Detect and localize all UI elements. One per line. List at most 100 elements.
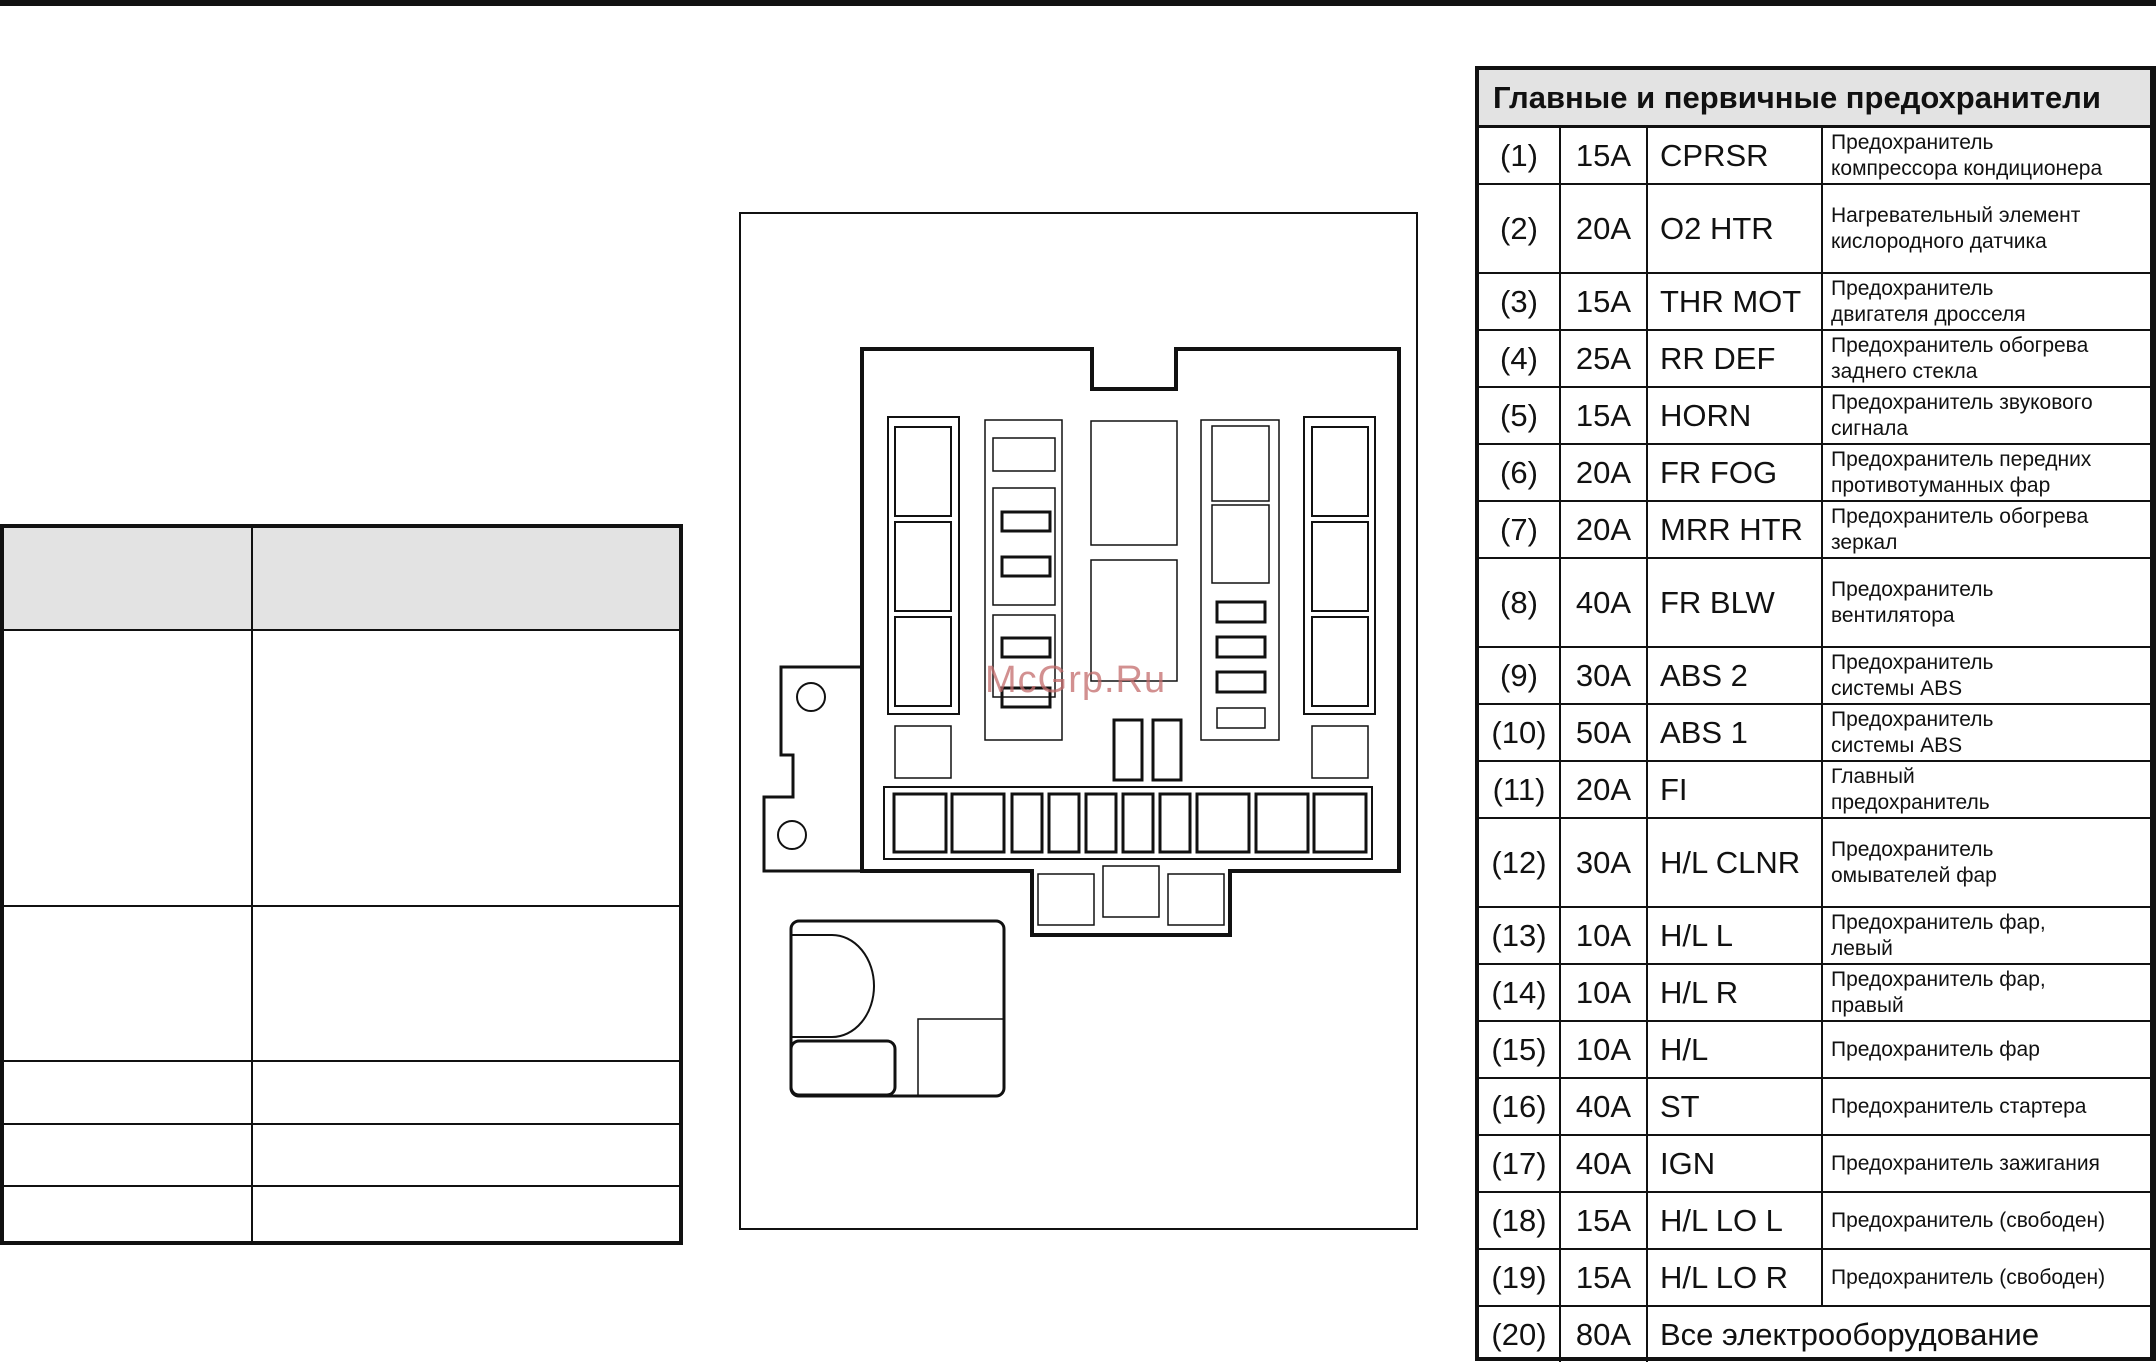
fuse-amperage: 15A [1561,388,1648,443]
fuse-code: ABS 2 [1648,648,1823,703]
fuse-amperage: 30A [1561,648,1648,703]
fuse-description: Главный предохранитель [1831,764,1990,814]
fuse-description: Предохранитель (свободен) [1831,1265,2106,1289]
fuse-amperage: 20A [1561,445,1648,500]
fuse-description: Предохранитель вентилятора [1831,577,1994,627]
fuse-description: Предохранитель звукового сигнала [1831,390,2093,440]
fuse-code: H/L LO R [1648,1250,1823,1305]
fuse-description: Предохранитель передних противотуманных … [1831,447,2092,497]
fuse-number: (17) [1479,1136,1561,1191]
fuse-number: (10) [1479,705,1561,760]
fuse-code: H/L R [1648,965,1823,1020]
fuse-amperage: 15A [1561,1250,1648,1305]
fuse-amperage: 40A [1561,1079,1648,1134]
fuse-box-diagram [739,211,1419,1231]
fuse-code: H/L CLNR [1648,819,1823,906]
fuse-code: FR FOG [1648,445,1823,500]
fuse-amperage: 20A [1561,502,1648,557]
fuse-description: Предохранитель фар, правый [1831,967,2046,1017]
fuse-description: Предохранитель (свободен) [1831,1208,2106,1232]
fuse-number: (12) [1479,819,1561,906]
fuse-description: Предохранитель фар, левый [1831,910,2046,960]
fuse-description: Предохранитель системы ABS [1831,707,1994,757]
fuse-description: Предохранитель двигателя дросселя [1831,276,2026,326]
fuse-amperage: 20A [1561,762,1648,817]
fuse-amperage: 15A [1561,274,1648,329]
fuse-code: H/L L [1648,908,1823,963]
fuse-description: Предохранитель обогрева заднего стекла [1831,333,2089,383]
fuse-description: Нагревательный элемент кислородного датч… [1831,203,2081,253]
top-rule [0,0,2156,6]
fuse-number: (20) [1479,1307,1561,1362]
fuse-code: ST [1648,1079,1823,1134]
fuse-number: (7) [1479,502,1561,557]
fuse-code: O2 HTR [1648,185,1823,272]
fuse-number: (3) [1479,274,1561,329]
fuse-amperage: 40A [1561,559,1648,646]
fuse-code: MRR HTR [1648,502,1823,557]
fuse-amperage: 25A [1561,331,1648,386]
fuse-code: ABS 1 [1648,705,1823,760]
fuse-number: (13) [1479,908,1561,963]
fuse-number: (19) [1479,1250,1561,1305]
fuse-code: H/L LO L [1648,1193,1823,1248]
fuse-amperage: 80A [1561,1307,1648,1362]
fuse-amperage: 50A [1561,705,1648,760]
fuse-number: (11) [1479,762,1561,817]
fuse-code: RR DEF [1648,331,1823,386]
fuse-number: (2) [1479,185,1561,272]
fuse-amperage: 10A [1561,1022,1648,1077]
fuse-description: Предохранитель обогрева зеркал [1831,504,2089,554]
watermark: McGrp.Ru [985,659,1167,701]
fuse-amperage: 10A [1561,965,1648,1020]
left-empty-table [0,524,683,1245]
fuse-description: Предохранитель фар [1831,1037,2040,1061]
fuse-amperage: 15A [1561,1193,1648,1248]
fuse-number: (5) [1479,388,1561,443]
table-row [4,1125,679,1187]
fuse-code: HORN [1648,388,1823,443]
table-row [4,907,679,1062]
fuse-table-title: Главные и первичные предохранители [1479,70,2150,128]
fuse-code: FI [1648,762,1823,817]
fuse-amperage: 10A [1561,908,1648,963]
fuse-amperage: 30A [1561,819,1648,906]
fuse-amperage: 20A [1561,185,1648,272]
fuse-number: (18) [1479,1193,1561,1248]
fuse-row-last: (20)80A Все электрооборудование [1479,1307,2150,1362]
fuse-description: Предохранитель омывателей фар [1831,837,1997,887]
fuse-number: (14) [1479,965,1561,1020]
fuse-number: (15) [1479,1022,1561,1077]
fuse-description: Предохранитель системы ABS [1831,650,1994,700]
fuse-number: (6) [1479,445,1561,500]
fuse-number: (4) [1479,331,1561,386]
fuse-code: IGN [1648,1136,1823,1191]
table-header-row [4,528,679,631]
fuse-code: FR BLW [1648,559,1823,646]
fuse-number: (1) [1479,128,1561,183]
table-row [4,631,679,907]
fuse-table: Главные и первичные предохранители (1)15… [1475,66,2156,1362]
fuse-number: (8) [1479,559,1561,646]
fuse-description: Все электрооборудование [1660,1316,2040,1352]
table-row [4,1062,679,1125]
fuse-code: THR MOT [1648,274,1823,329]
fuse-description: Предохранитель зажигания [1831,1151,2100,1175]
